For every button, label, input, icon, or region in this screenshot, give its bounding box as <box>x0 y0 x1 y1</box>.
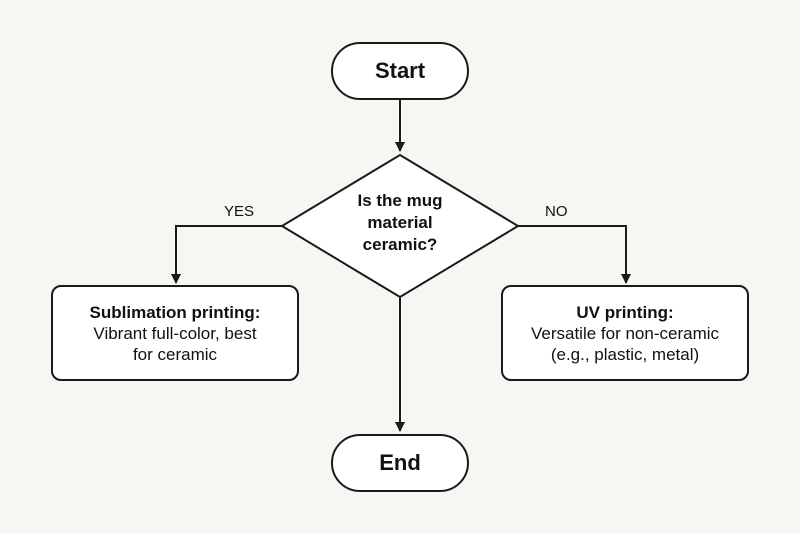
start-node: Start <box>331 42 469 100</box>
sublimation-desc-line-1: Vibrant full-color, best <box>93 323 257 343</box>
arrow-no-branch <box>518 225 631 284</box>
end-node: End <box>331 434 469 492</box>
uv-title: UV printing: <box>576 302 674 322</box>
sublimation-printing-box: Sublimation printing: Vibrant full-color… <box>51 285 299 381</box>
uv-desc-line-2: (e.g., plastic, metal) <box>550 344 700 364</box>
start-label: Start <box>374 58 426 83</box>
uv-printing-box: UV printing: Versatile for non-ceramic (… <box>501 285 749 381</box>
decision-line-2: material <box>367 213 433 232</box>
end-label: End <box>379 450 421 475</box>
decision-label: Is the mug material ceramic? <box>330 190 470 256</box>
decision-line-1: Is the mug <box>357 191 443 210</box>
uv-desc-line-1: Versatile for non-ceramic <box>530 323 720 343</box>
decision-line-3: ceramic? <box>362 235 438 254</box>
no-edge-label: NO <box>545 203 568 220</box>
sublimation-title: Sublimation printing: <box>89 302 261 322</box>
yes-edge-label: YES <box>224 203 255 220</box>
arrow-yes-branch <box>171 225 282 284</box>
sublimation-desc-line-2: for ceramic <box>132 344 218 364</box>
